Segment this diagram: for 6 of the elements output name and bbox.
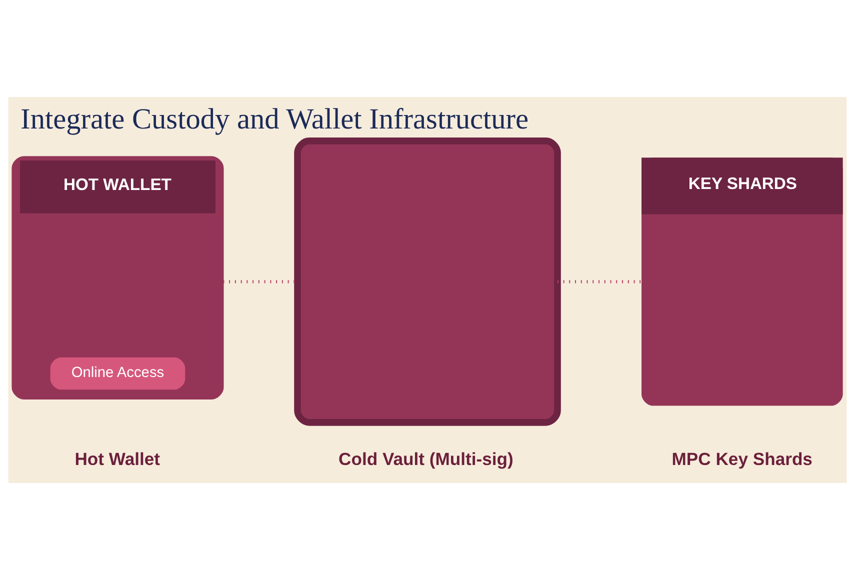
diagram-title: Integrate Custody and Wallet Infrastructure	[20, 102, 529, 135]
node-label: MPC Key Shards	[672, 448, 812, 468]
node-label: Cold Vault (Multi-sig)	[338, 448, 514, 468]
node-label: Hot Wallet	[74, 448, 160, 468]
node-box	[294, 137, 561, 426]
node-box: Online Access	[50, 356, 186, 390]
